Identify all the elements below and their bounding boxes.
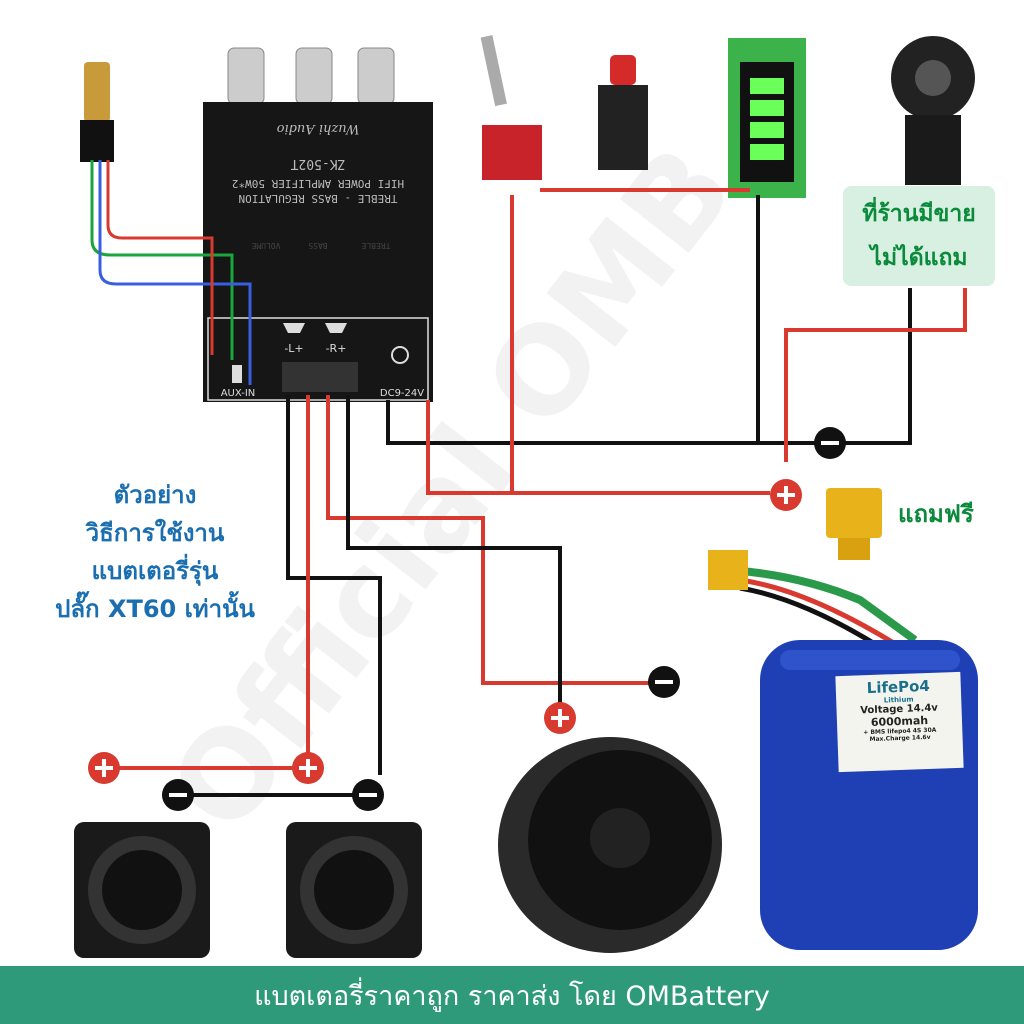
xt60-plug <box>708 550 748 590</box>
example-line: ปลั๊ก XT60 เท่านั้น <box>55 595 255 623</box>
dc-jack <box>891 36 975 185</box>
right-channel-label: -R+ <box>326 342 347 355</box>
example-note: ตัวอย่าง วิธีการใช้งาน แบตเตอรี่รุ่น ปลั… <box>20 476 290 628</box>
woofer-speaker <box>498 737 722 953</box>
left-channel-label: -L+ <box>284 342 303 355</box>
negative-marker <box>814 427 846 459</box>
aux-label: AUX-IN <box>221 388 256 399</box>
knob-label-bass: BASS <box>308 241 327 250</box>
shop-note: ที่ร้านมีขาย ไม่ได้แถม <box>843 186 995 286</box>
bass-knob <box>295 47 333 105</box>
example-line: ตัวอย่าง <box>113 481 197 509</box>
positive-marker <box>770 479 802 511</box>
battery-indicator <box>728 38 806 198</box>
terminal-block <box>282 362 358 392</box>
amp-line1: HIFI POWER AMPLIFIER 50W*2 <box>232 177 404 190</box>
example-line: แบตเตอรี่รุ่น <box>91 557 219 585</box>
aux-jack-icon <box>232 365 242 383</box>
speaker-left <box>74 822 210 958</box>
power-label: DC9-24V <box>380 388 424 399</box>
amp-brand: Wuzhi Audio <box>276 121 359 136</box>
amp-body <box>203 102 433 402</box>
amp-model: ZK-502T <box>290 156 345 171</box>
shop-note-line2: ไม่ได้แถม <box>870 245 968 271</box>
positive-marker <box>544 702 576 734</box>
free-note: แถมฟรี <box>898 500 974 528</box>
xt60-connector <box>826 488 882 560</box>
negative-marker <box>162 779 194 811</box>
battery-label: LifePo4 Lithium Voltage 14.4v 6000mah + … <box>835 671 964 773</box>
negative-marker <box>352 779 384 811</box>
amp-line2: TREBLE - BASS REGULATION <box>239 192 398 205</box>
treble-knob <box>357 47 395 105</box>
shop-note-line1: ที่ร้านมีขาย <box>862 201 976 227</box>
aux-plug <box>80 62 114 162</box>
positive-marker <box>292 752 324 784</box>
speaker-icon <box>325 323 347 333</box>
toggle-switch <box>480 35 542 180</box>
knob-label-volume: VOLUME <box>251 241 280 250</box>
negative-marker <box>648 666 680 698</box>
speaker-icon <box>283 323 305 333</box>
amplifier-board: TREBLE - BASS REGULATION HIFI POWER AMPL… <box>203 47 433 402</box>
polarity-markers <box>88 427 846 811</box>
push-button <box>598 55 648 170</box>
positive-marker <box>88 752 120 784</box>
dc-jack-icon <box>391 346 409 364</box>
speaker-right <box>286 822 422 958</box>
footer-banner: แบตเตอรี่ราคาถูก ราคาส่ง โดย OMBattery <box>0 966 1024 1024</box>
example-line: วิธีการใช้งาน <box>85 519 225 547</box>
volume-knob <box>227 47 265 105</box>
knob-label-treble: TREBLE <box>361 241 390 250</box>
